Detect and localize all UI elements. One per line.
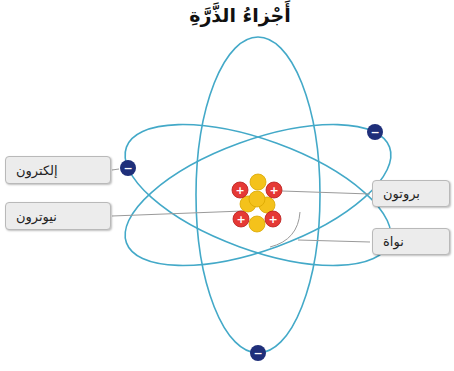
charge-sign: − [370,127,379,138]
charge-sign: + [269,185,278,196]
electrons [120,124,383,361]
orbit [108,95,409,294]
part-name: إلكترون [6,163,68,178]
part-name: بروتون [373,186,430,201]
leader-line [112,169,119,170]
proton-sphere [265,211,281,227]
orbit [196,37,320,353]
diagram-title: أَجْزاءُ الذَّرَّةِ [189,4,291,26]
label-box: إلكترون [5,156,111,184]
electron-sphere [120,160,136,176]
electron-sphere [367,124,383,140]
neutron-sphere [249,191,265,207]
label-box: نواة [372,228,450,255]
leader-line [298,240,370,242]
neutron-sphere [249,216,265,232]
nucleus [232,174,282,232]
electron-sphere [250,345,266,361]
leader-line [112,211,243,216]
part-name: نيوترون [6,209,67,224]
charge-sign: − [253,348,262,359]
neutron-sphere [250,174,266,190]
proton-sphere [266,182,282,198]
proton-sphere [232,182,248,198]
proton-sphere [233,211,249,227]
part-name: نواة [373,234,414,249]
leader-line [282,191,370,194]
label-box: بروتون [372,180,450,207]
label-box: نيوترون [5,202,111,230]
charge-sign: + [235,185,244,196]
charge-sign: − [123,163,132,174]
orbit [108,95,409,294]
charge-sign: + [236,214,245,225]
charge-sign: + [268,214,277,225]
